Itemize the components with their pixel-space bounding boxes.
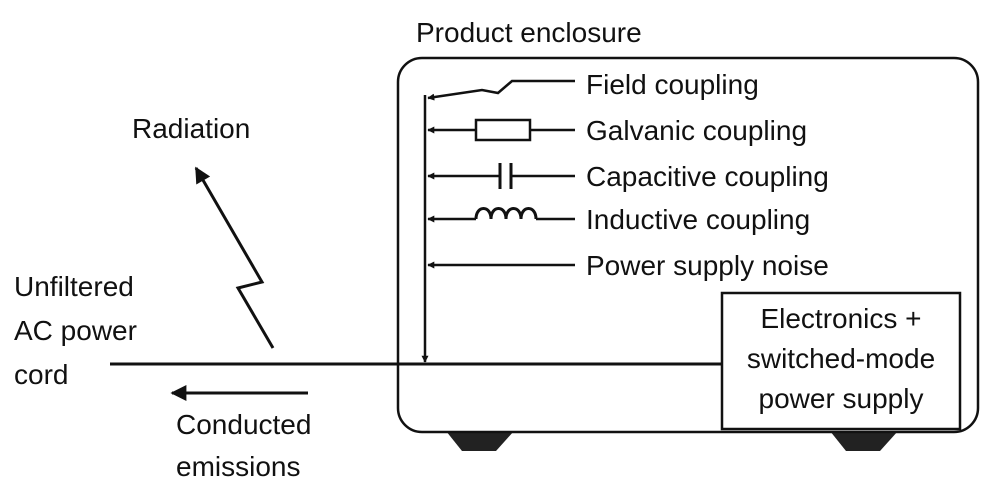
coupling-label-power-supply-noise: Power supply noise (586, 250, 829, 281)
inductor-icon (474, 207, 538, 220)
coupling-label-galvanic: Galvanic coupling (586, 115, 807, 146)
electronics-line-3: power supply (759, 383, 924, 414)
coupling-label-capacitive: Capacitive coupling (586, 161, 829, 192)
electronics-line-2: switched-mode (747, 343, 935, 374)
conducted-label-line-1: Conducted (176, 409, 311, 440)
coupling-label-inductive: Inductive coupling (586, 204, 810, 235)
product-enclosure (396, 56, 980, 434)
power-cord-label-line-2: AC power (14, 315, 137, 346)
power-cord-label-line-1: Unfiltered (14, 271, 134, 302)
electronics-box (720, 291, 962, 431)
enclosure-foot-right (830, 431, 898, 451)
radiation-label: Radiation (132, 113, 250, 144)
power-cord-label-line-3: cord (14, 359, 68, 390)
resistor-icon (474, 118, 532, 142)
field-coupling-arrow (427, 79, 575, 101)
enclosure-label: Product enclosure (416, 17, 642, 48)
coupling-label-field: Field coupling (586, 69, 759, 100)
radiation-arrow (194, 166, 275, 349)
electronics-line-1: Electronics + (760, 303, 921, 334)
capacitor-icon (498, 163, 513, 189)
enclosure-foot-left (446, 431, 514, 451)
conducted-label-line-2: emissions (176, 451, 300, 482)
